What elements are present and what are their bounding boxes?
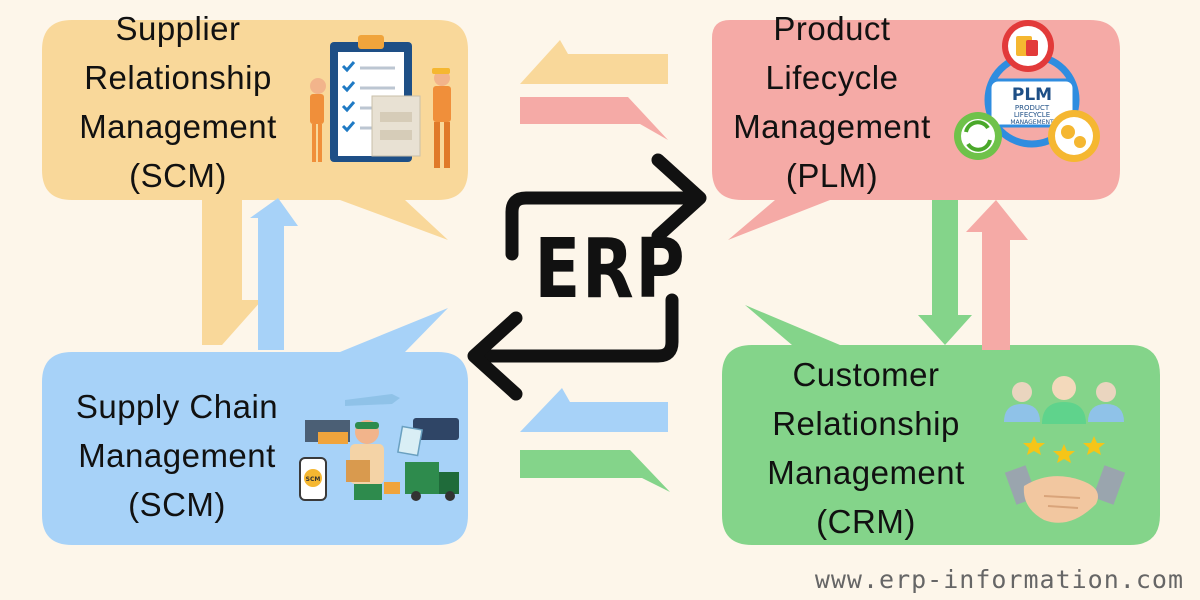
srm-box-text: Supplier Relationship Management (SCM) xyxy=(58,4,298,200)
scm-line-3: (SCM) xyxy=(128,486,226,523)
srm-line-1: Supplier xyxy=(115,10,241,47)
erp-label: ERP xyxy=(534,222,687,317)
crm-line-2: Relationship xyxy=(772,405,960,442)
erp-cycle-icon xyxy=(467,153,707,401)
plm-line-3: Management xyxy=(733,108,931,145)
srm-line-2: Relationship xyxy=(84,59,272,96)
scm-phone-label: SCM xyxy=(306,476,321,483)
crm-to-plm-arrow xyxy=(966,200,1028,350)
crm-line-1: Customer xyxy=(792,356,940,393)
plm-srm-bottom-arrow xyxy=(520,97,668,140)
clipboard-checklist-icon xyxy=(310,35,451,168)
srm-line-4: (SCM) xyxy=(129,157,227,194)
plm-to-crm-arrow xyxy=(918,200,972,345)
plm-badge-line2: LIFECYCLE xyxy=(1014,111,1050,119)
plm-line-1: Product xyxy=(773,10,891,47)
scm-line-1: Supply Chain xyxy=(75,388,279,425)
crm-box-text: Customer Relationship Management (CRM) xyxy=(752,350,980,546)
srm-line-3: Management xyxy=(79,108,277,145)
plm-box-text: Product Lifecycle Management (PLM) xyxy=(712,4,952,200)
scm-box-text: Supply Chain Management (SCM) xyxy=(52,382,302,529)
website-url[interactable]: www.erp-information.com xyxy=(814,565,1184,594)
plm-cycle-icon: PLM PRODUCT LIFECYCLE MANAGEMENT xyxy=(954,20,1100,162)
plm-badge-line1: PRODUCT xyxy=(1015,104,1050,112)
logistics-icon: SCM xyxy=(299,394,459,501)
scm-line-2: Management xyxy=(78,437,276,474)
srm-plm-top-arrow xyxy=(520,40,668,84)
plm-bubble xyxy=(712,20,1120,240)
crm-scm-bottom-arrow xyxy=(520,450,670,492)
plm-badge-line3: MANAGEMENT xyxy=(1010,119,1054,126)
crm-line-4: (CRM) xyxy=(816,503,916,540)
customers-handshake-icon xyxy=(1004,376,1126,523)
scm-crm-top-arrow xyxy=(520,388,668,432)
scm-to-srm-arrow xyxy=(250,198,298,350)
plm-line-4: (PLM) xyxy=(785,157,879,194)
srm-to-scm-arrow xyxy=(202,198,262,345)
plm-badge-title: PLM xyxy=(1012,85,1052,105)
crm-line-3: Management xyxy=(767,454,965,491)
plm-line-2: Lifecycle xyxy=(765,59,899,96)
